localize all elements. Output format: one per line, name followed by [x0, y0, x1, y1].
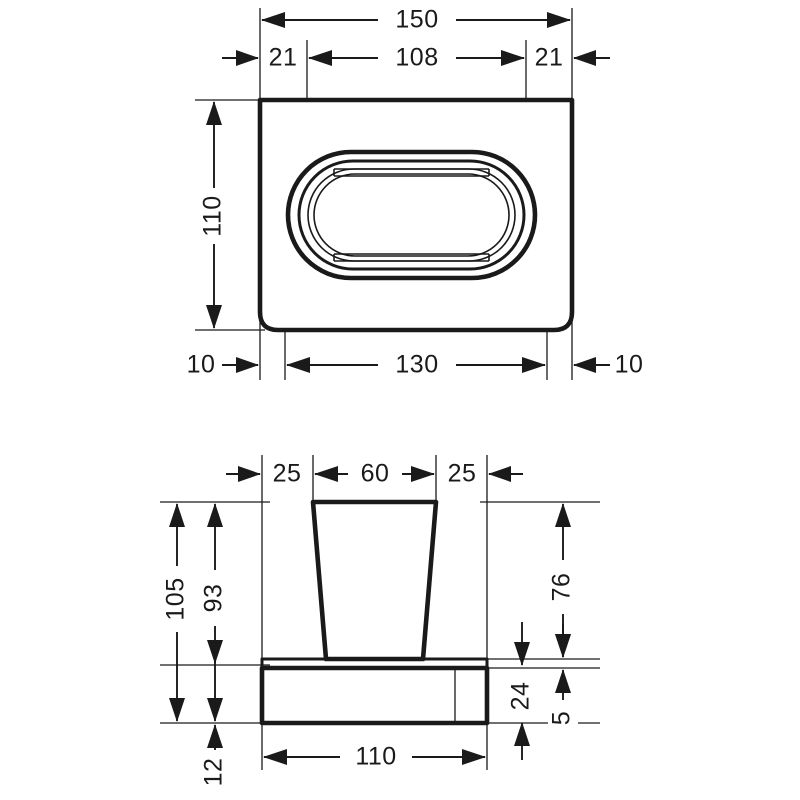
- dimension-130: 130: [286, 349, 546, 381]
- dim-label-21-right: 21: [535, 44, 564, 72]
- dimension-110: 110: [199, 101, 229, 329]
- dim-label-150: 150: [395, 6, 438, 34]
- dimension-21-left: 21: [222, 42, 304, 74]
- dimension-25-left: 25: [226, 458, 310, 490]
- top-view-group: 150 21 108 21: [180, 5, 652, 381]
- dimension-24: 24: [507, 622, 537, 760]
- oval-crossbars: [333, 168, 490, 262]
- dimension-12: 12: [200, 640, 230, 794]
- dim-label-25-left: 25: [273, 460, 302, 488]
- dimension-105: 105: [162, 503, 192, 722]
- dimension-25-right: 25: [440, 458, 523, 490]
- dim-label-5: 5: [548, 711, 576, 725]
- side-view-extension-lines: [160, 455, 600, 770]
- dim-label-21-left: 21: [269, 44, 298, 72]
- dim-label-130: 130: [395, 351, 438, 379]
- dimension-21-right: 21: [528, 42, 610, 74]
- oval-ring-outer: [285, 149, 538, 281]
- dimension-150: 150: [261, 5, 571, 35]
- oval-recess: [285, 149, 538, 281]
- dim-label-10-right: 10: [615, 351, 644, 379]
- dim-label-60: 60: [361, 460, 390, 488]
- dim-label-110-base: 110: [355, 743, 396, 771]
- dim-label-24: 24: [507, 682, 535, 711]
- tumbler-outline: [310, 499, 439, 662]
- plate-outline: [257, 97, 575, 333]
- dimension-10-right: 10: [573, 349, 652, 381]
- dimension-93: 93: [200, 503, 230, 664]
- dimension-108: 108: [308, 42, 525, 74]
- dim-label-108: 108: [395, 44, 438, 72]
- dimension-60: 60: [314, 458, 435, 490]
- side-view-group: 25 60 25 105: [160, 455, 600, 794]
- dimension-110-base: 110: [263, 741, 486, 773]
- dim-label-110: 110: [199, 195, 227, 236]
- dim-label-105: 105: [162, 577, 190, 620]
- dim-label-93: 93: [200, 584, 228, 613]
- oval-ring-middle: [297, 159, 526, 271]
- oval-ring-innermost: [313, 173, 510, 257]
- dim-label-76: 76: [548, 573, 576, 602]
- dimension-5: 5: [548, 624, 578, 738]
- dim-label-25-right: 25: [448, 460, 477, 488]
- oval-ring-inner: [307, 168, 516, 262]
- dimension-10-left: 10: [180, 349, 259, 381]
- base-block: [259, 665, 490, 726]
- dim-label-12: 12: [200, 758, 228, 787]
- dim-label-10-left: 10: [187, 351, 216, 379]
